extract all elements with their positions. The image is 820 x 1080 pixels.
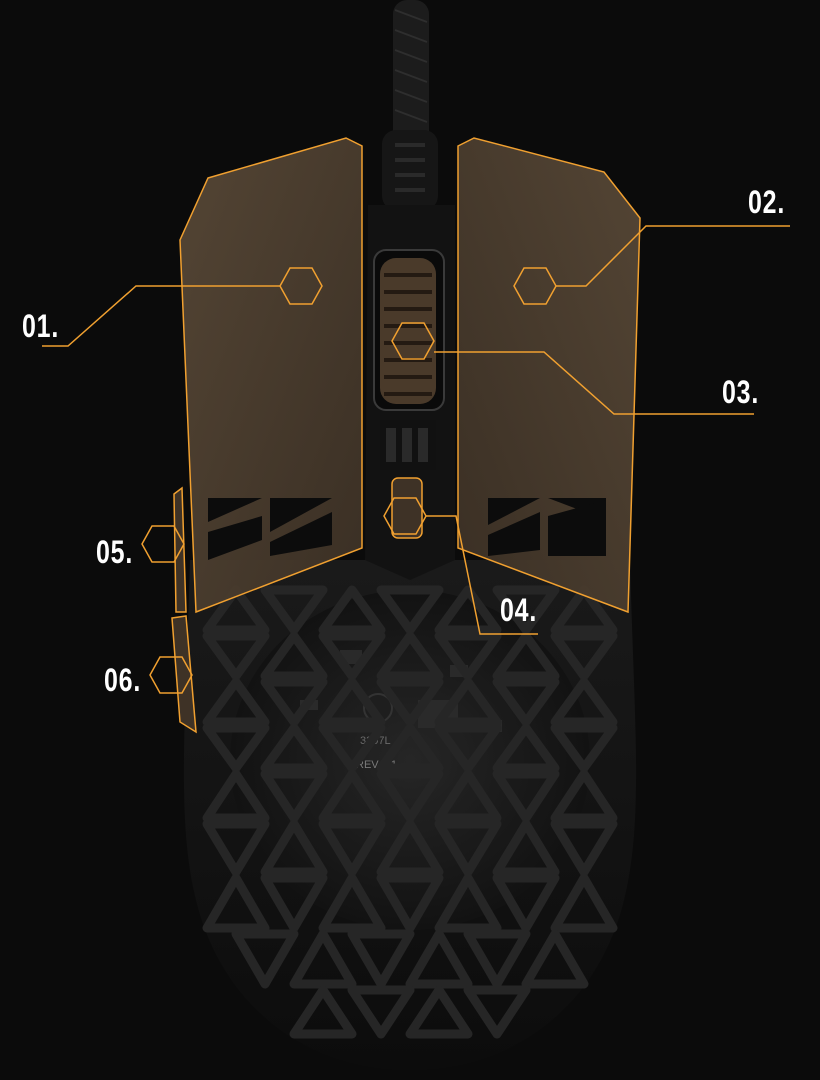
lattice-cell <box>434 723 502 773</box>
lattice-cell <box>260 723 328 773</box>
hex-marker-03 <box>391 322 435 360</box>
lattice-cell <box>550 677 618 727</box>
dpi-button[interactable] <box>380 420 436 539</box>
lattice-cell <box>463 985 531 1039</box>
callout-label-03: 03. <box>722 374 760 410</box>
lattice-cell <box>550 631 618 681</box>
hex-marker-05 <box>141 525 185 563</box>
lattice-cell <box>492 585 560 635</box>
lattice-cell <box>289 985 357 1039</box>
lattice-cell <box>550 585 618 635</box>
lattice-cell <box>318 873 386 933</box>
lattice-cell <box>202 677 270 727</box>
lattice-cell <box>492 819 560 877</box>
lattice-cell <box>260 873 328 933</box>
callout-label-05: 05. <box>96 534 134 570</box>
lattice-cell <box>550 819 618 877</box>
callout-label-04: 04. <box>500 592 538 628</box>
lattice-cell <box>260 631 328 681</box>
lattice-cell <box>376 723 444 773</box>
lattice-cell <box>492 769 560 823</box>
lattice-cell <box>318 769 386 823</box>
lattice-cell <box>347 985 415 1039</box>
lattice-cell <box>492 723 560 773</box>
right-click-button[interactable] <box>457 137 641 614</box>
lattice-cell <box>318 819 386 877</box>
side-button-back[interactable] <box>171 615 197 734</box>
lattice-cell <box>202 631 270 681</box>
lattice-cell <box>376 677 444 727</box>
lattice-cell <box>202 723 270 773</box>
callout-label-01: 01. <box>22 308 60 344</box>
lattice-cell <box>405 929 473 989</box>
lattice-cell <box>376 769 444 823</box>
lattice-cell <box>550 873 618 933</box>
scroll-wheel[interactable] <box>380 258 436 404</box>
lattice-cell <box>434 819 502 877</box>
lattice-cell <box>260 585 328 635</box>
callout-lines <box>42 225 790 694</box>
lattice-cell <box>550 723 618 773</box>
lattice-cell <box>318 631 386 681</box>
lattice-cell <box>376 631 444 681</box>
lattice-cell <box>260 819 328 877</box>
left-click-button[interactable] <box>179 137 363 614</box>
callout-label-02: 02. <box>748 184 786 220</box>
lattice-cell <box>289 929 357 989</box>
lattice-cell <box>434 631 502 681</box>
lattice-cell <box>318 723 386 773</box>
lattice-cell <box>434 769 502 823</box>
leader-line-02 <box>556 225 790 287</box>
lattice-cell <box>463 929 531 989</box>
lattice-cell <box>318 585 386 635</box>
lattice-cell <box>492 677 560 727</box>
lattice-cell <box>492 873 560 933</box>
lattice-cell <box>231 929 299 989</box>
lattice-cell <box>434 585 502 635</box>
lattice-cell <box>260 677 328 727</box>
leader-line-04 <box>426 515 538 635</box>
lattice-cell <box>521 929 589 989</box>
lattice-cell <box>405 985 473 1039</box>
leader-line-01 <box>42 285 280 347</box>
lattice-cell <box>550 769 618 823</box>
cable <box>382 0 438 210</box>
leader-line-03 <box>434 351 754 415</box>
lattice-cell <box>347 929 415 989</box>
lattice-cell <box>376 873 444 933</box>
lattice-cell <box>202 769 270 823</box>
lattice-cell <box>202 819 270 877</box>
lattice-cell <box>202 873 270 933</box>
hex-marker-06 <box>149 656 193 694</box>
lattice-cell <box>376 585 444 635</box>
callout-label-06: 06. <box>104 662 142 698</box>
lattice-cell <box>376 819 444 877</box>
honeycomb-shell <box>202 585 618 1039</box>
hex-marker-01 <box>279 267 323 305</box>
lattice-cell <box>492 631 560 681</box>
lattice-cell <box>434 677 502 727</box>
lattice-cell <box>318 677 386 727</box>
lattice-cell <box>260 769 328 823</box>
lattice-cell <box>434 873 502 933</box>
lattice-cell <box>202 585 270 635</box>
